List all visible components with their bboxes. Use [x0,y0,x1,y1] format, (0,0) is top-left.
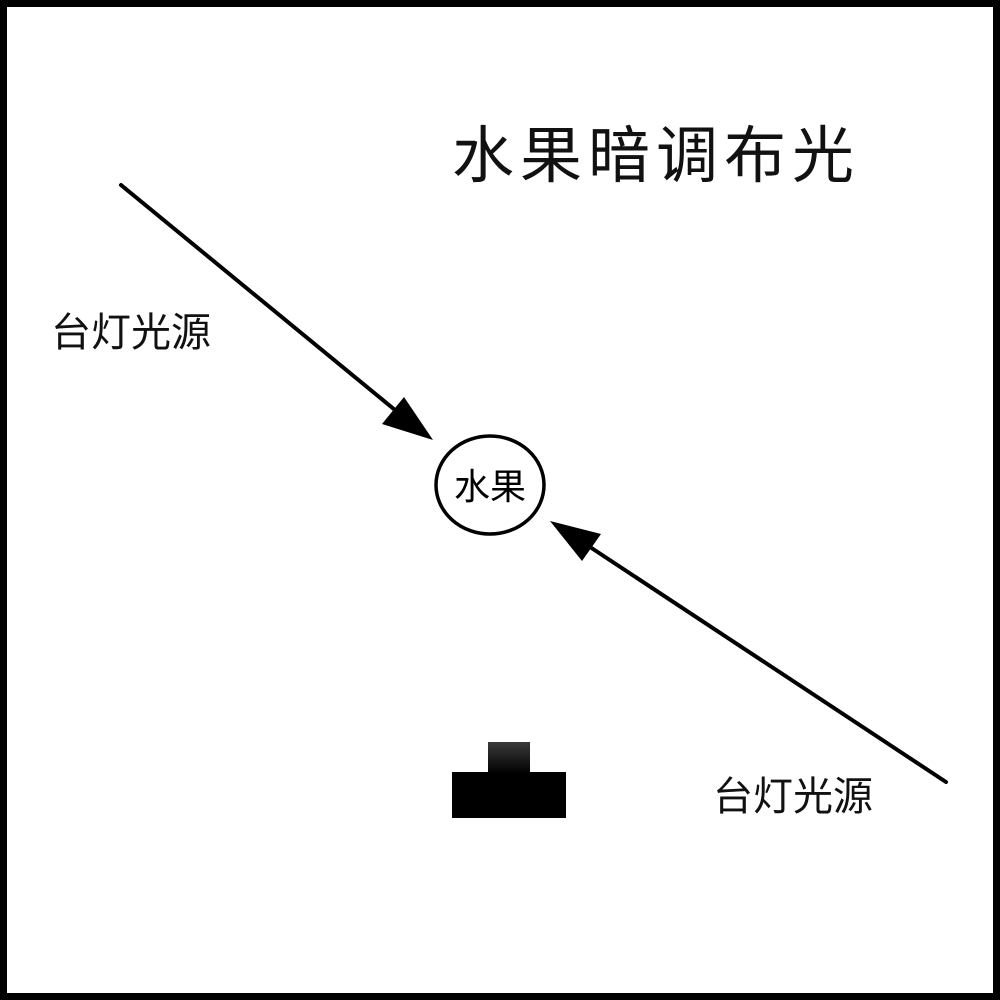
fruit-label: 水果 [454,467,526,508]
camera-shape [452,742,566,818]
arrowhead-left [382,397,433,440]
light-beam-left [119,183,397,412]
lamp-left-label: 台灯光源 [51,310,211,356]
light-beam-right [588,545,948,784]
lamp-right-label: 台灯光源 [713,774,873,820]
diagram-title: 水果暗调布光 [452,119,861,192]
fruit-circle [434,434,546,536]
arrowhead-right [550,521,601,561]
